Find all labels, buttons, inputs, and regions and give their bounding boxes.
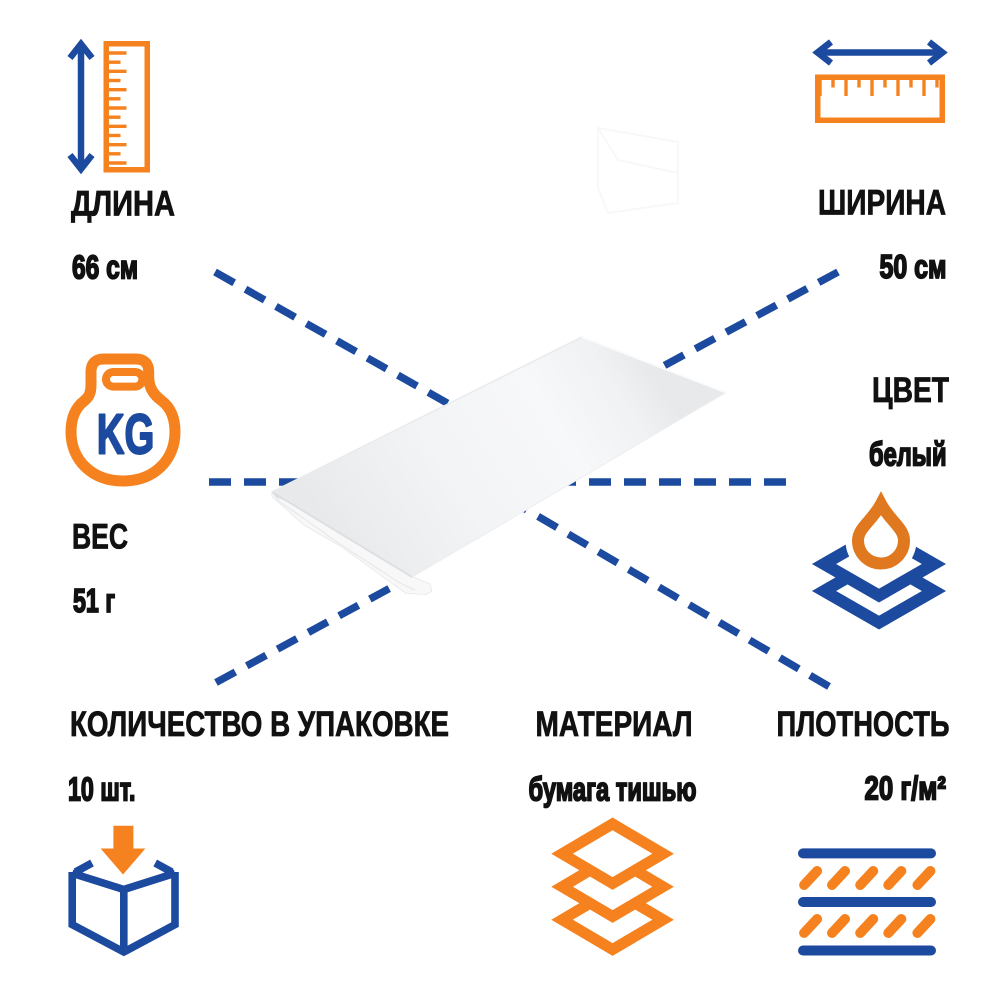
- svg-text:белый: белый: [869, 436, 947, 473]
- svg-text:10 шт.: 10 шт.: [68, 770, 136, 807]
- svg-text:ДЛИНА: ДЛИНА: [71, 185, 175, 224]
- svg-text:KG: KG: [97, 403, 155, 467]
- svg-text:ЦВЕТ: ЦВЕТ: [872, 371, 949, 410]
- svg-text:МАТЕРИАЛ: МАТЕРИАЛ: [536, 705, 693, 744]
- svg-text:20 г/м²: 20 г/м²: [865, 769, 947, 806]
- svg-text:ШИРИНА: ШИРИНА: [818, 184, 946, 223]
- svg-text:50 см: 50 см: [880, 248, 947, 285]
- svg-text:51 г: 51 г: [73, 582, 115, 619]
- svg-text:КОЛИЧЕСТВО В УПАКОВКЕ: КОЛИЧЕСТВО В УПАКОВКЕ: [70, 705, 449, 744]
- svg-text:бумага тишью: бумага тишью: [529, 770, 697, 807]
- svg-text:ПЛОТНОСТЬ: ПЛОТНОСТЬ: [777, 705, 950, 744]
- svg-text:ВЕС: ВЕС: [72, 518, 128, 557]
- svg-text:66 см: 66 см: [72, 248, 138, 285]
